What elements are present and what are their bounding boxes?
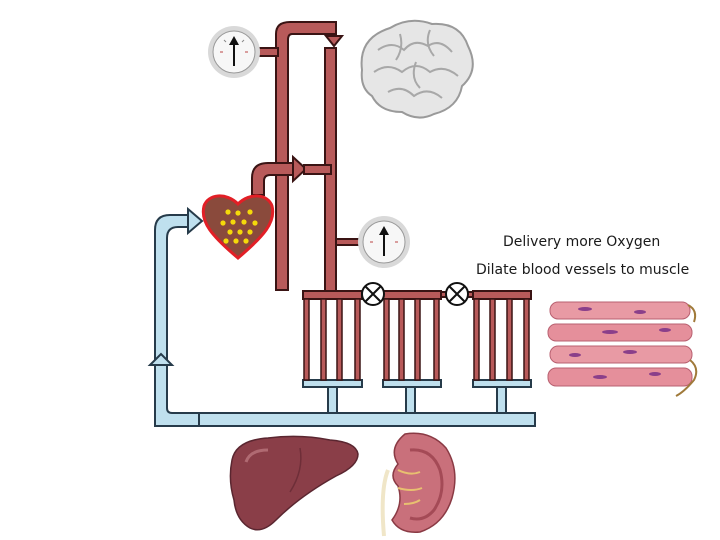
valve-closed-icon[interactable] — [445, 282, 469, 306]
pressure-gauge-icon — [358, 216, 410, 268]
capillary-bed-3 — [473, 298, 530, 381]
venous-return-pipes — [147, 206, 536, 427]
heart-icon — [201, 194, 275, 260]
annotation-dilate-vessels: Dilate blood vessels to muscle — [476, 262, 690, 278]
arterial-pipes — [251, 21, 532, 300]
muscle-tissue-icon — [547, 301, 698, 397]
brain-icon — [360, 19, 474, 119]
kidney-icon — [380, 432, 456, 537]
capillary-bed-1 — [303, 298, 361, 381]
pressure-gauge-icon — [208, 26, 260, 78]
capillary-bed-2 — [383, 298, 440, 381]
annotation-deliver-oxygen: Delivery more Oxygen — [503, 234, 661, 250]
liver-icon — [229, 435, 359, 531]
valve-closed-icon[interactable] — [361, 282, 385, 306]
